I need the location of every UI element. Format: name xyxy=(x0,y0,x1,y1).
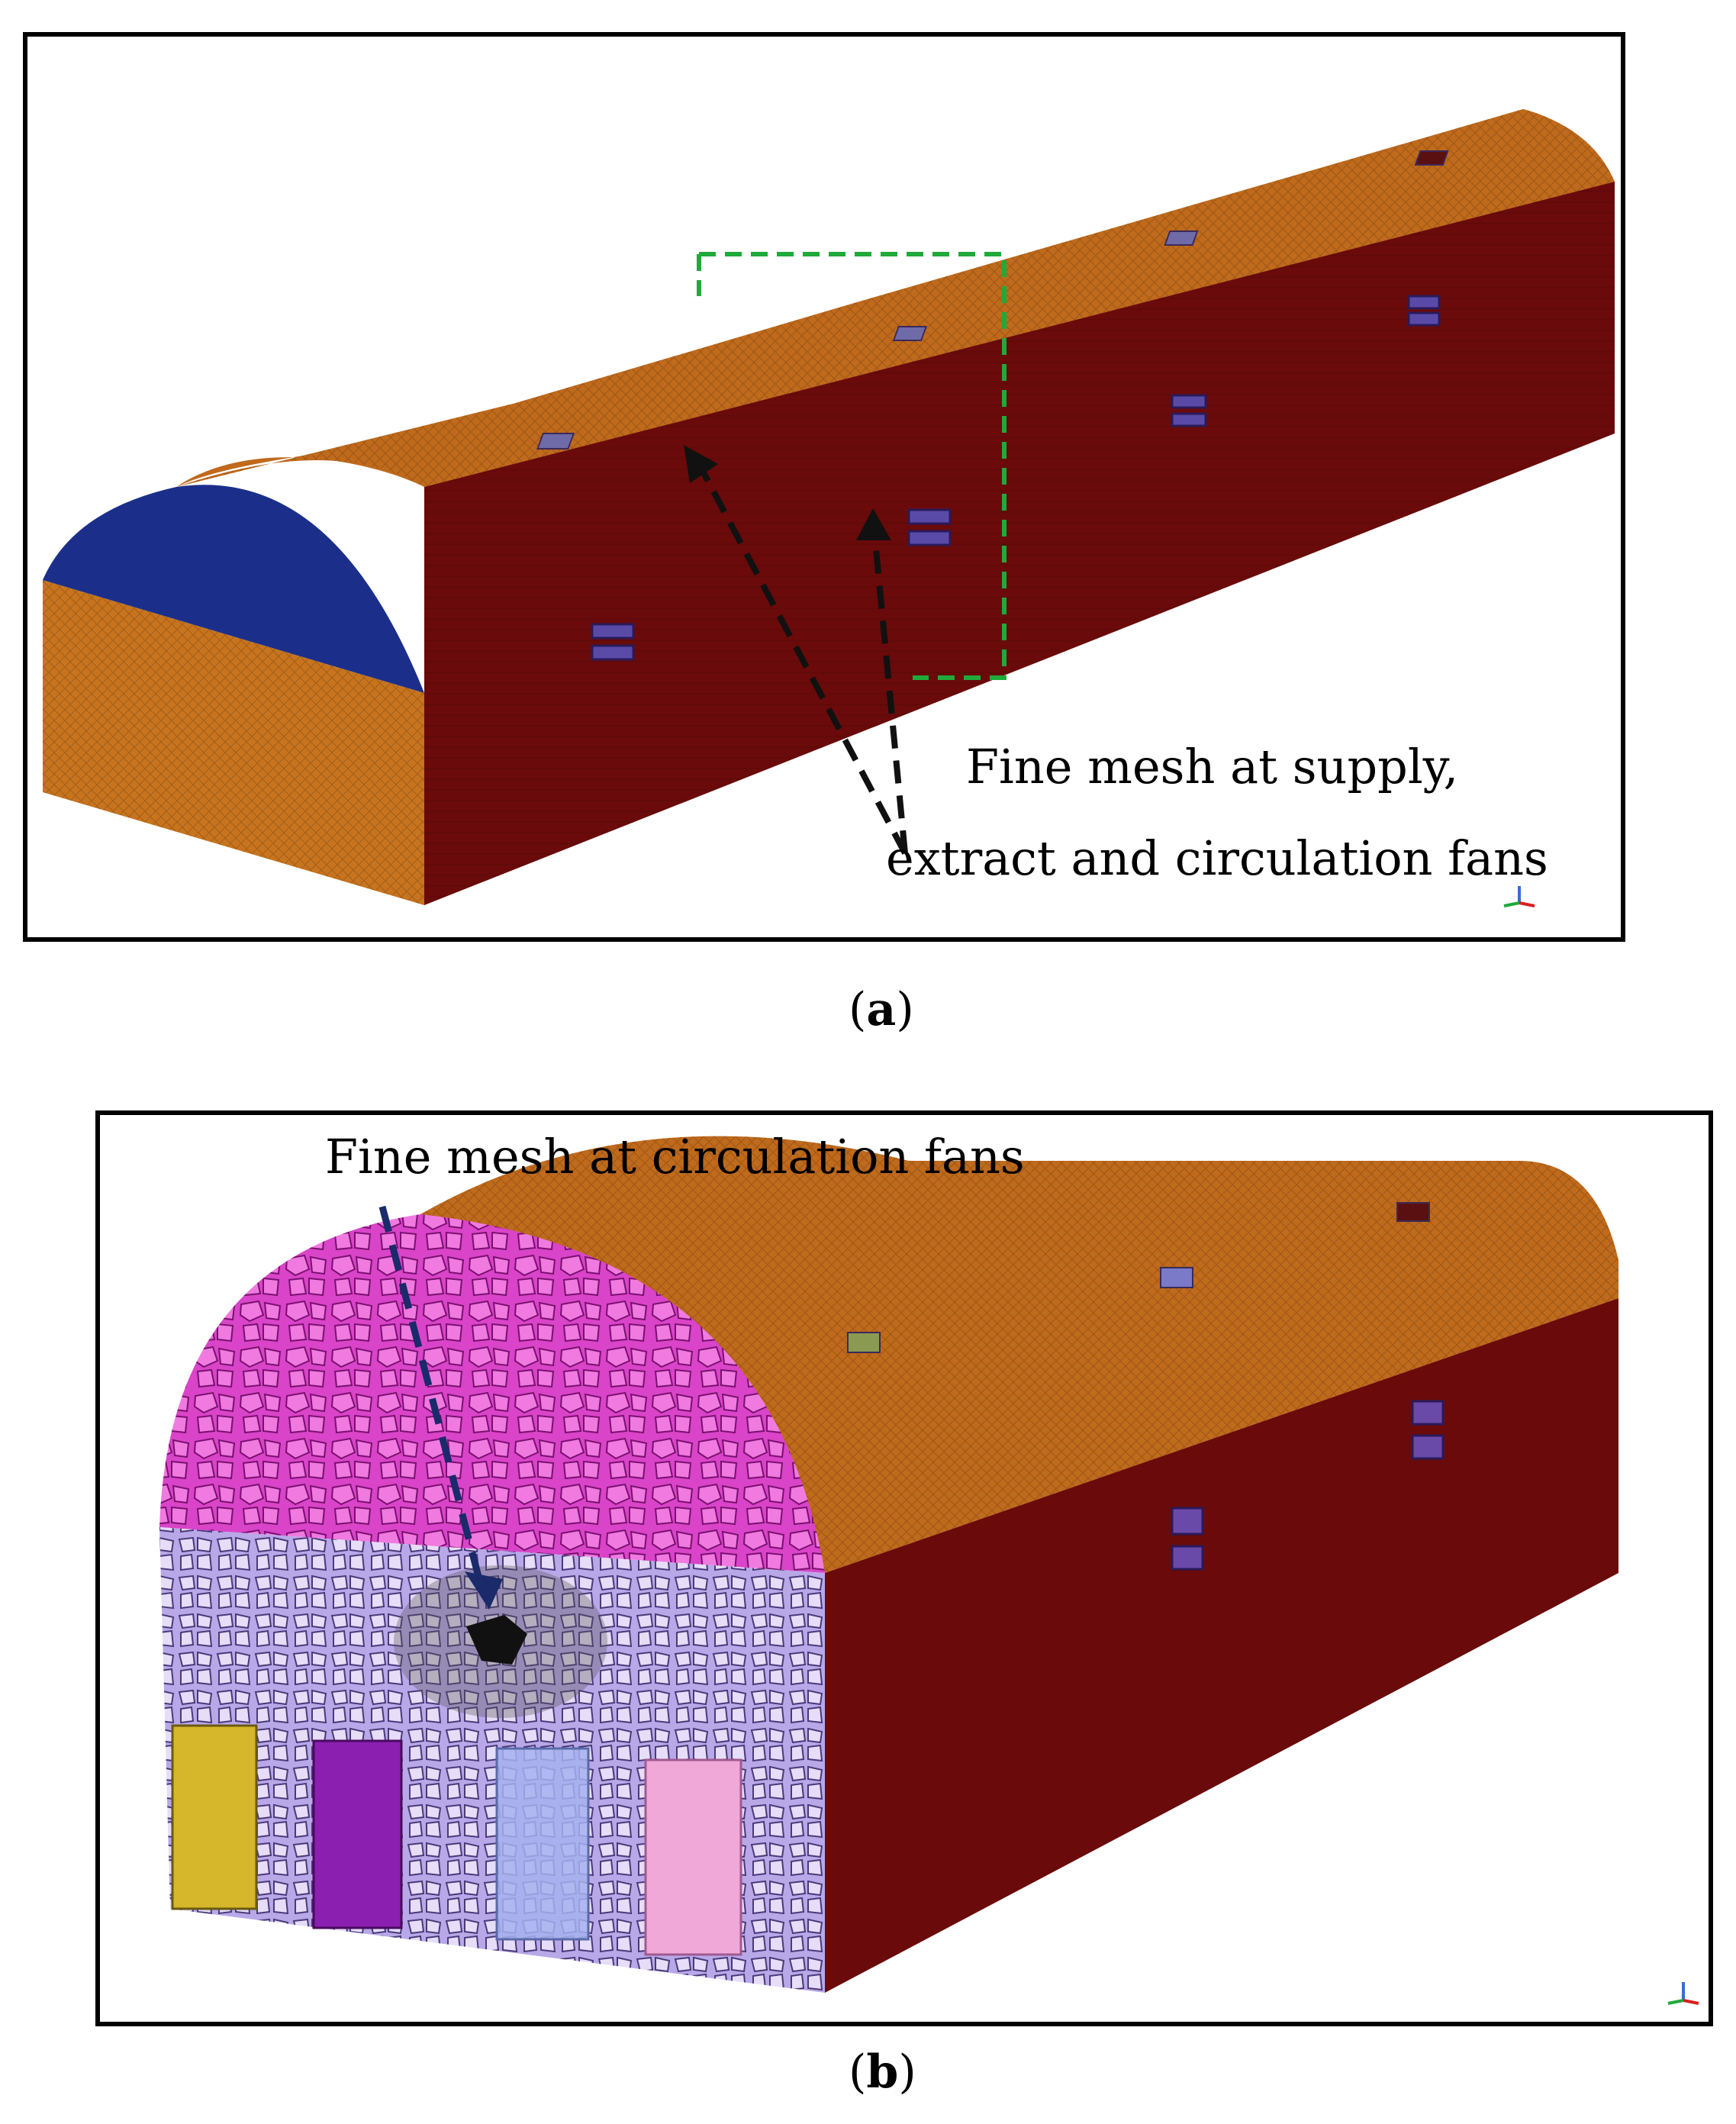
roof-vents xyxy=(847,1202,1430,1353)
side-fans xyxy=(591,295,1441,661)
annotation-a-line2: extract and circulation fans xyxy=(886,830,1548,886)
annotation-arrows xyxy=(696,463,908,855)
side-wall xyxy=(825,1298,1618,1993)
end-arch xyxy=(159,1214,825,1573)
end-arch xyxy=(43,485,424,693)
annotation-a-line1: Fine mesh at supply, xyxy=(966,739,1459,794)
panel-a-frame: Fine mesh at supply, extract and circula… xyxy=(23,32,1625,942)
roof-vents xyxy=(536,150,1449,450)
panel-b-mesh-image xyxy=(159,1136,1699,2005)
panel-a-mesh-image xyxy=(43,109,1615,907)
door-yellow xyxy=(171,1724,258,1910)
door-pink xyxy=(644,1758,742,1956)
side-fans xyxy=(1171,1400,1445,1571)
caption-b: (b) xyxy=(849,2045,916,2099)
arrow-head-2 xyxy=(856,508,891,540)
annotation-b: Fine mesh at circulation fans xyxy=(325,1129,1025,1184)
caption-a: (a) xyxy=(849,983,914,1036)
arrow-head-1 xyxy=(684,445,718,483)
axis-triad-icon xyxy=(1667,1982,1699,2005)
axis-triad-icon xyxy=(1503,886,1535,907)
door-blue xyxy=(495,1747,590,1941)
panel-b-frame: Fine mesh at circulation fans xyxy=(95,1110,1713,2026)
door-purple xyxy=(312,1739,403,1929)
annotation-arrow xyxy=(378,1205,485,1590)
arrow-head xyxy=(465,1571,503,1610)
